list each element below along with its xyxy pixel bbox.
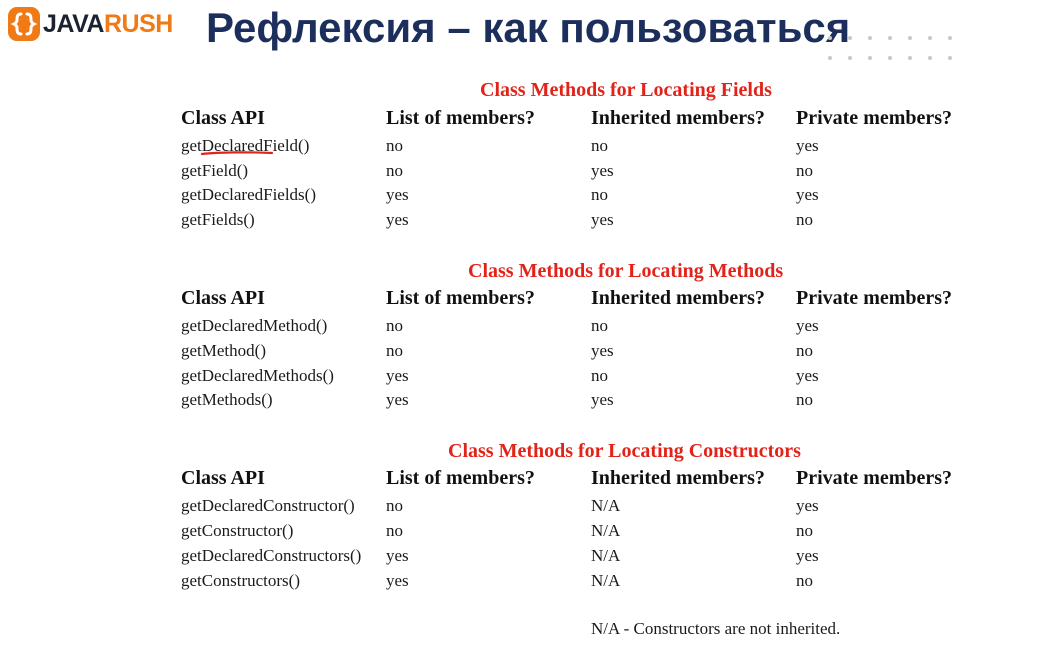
constructors-section-title: Class Methods for Locating Constructors (448, 440, 801, 462)
column-header-private-members: Private members? (796, 287, 953, 309)
column-header-private-members: Private members? (796, 107, 953, 129)
fields-table-header: Class API List of members? Inherited mem… (0, 106, 1038, 131)
decorative-dots (828, 36, 952, 60)
logo-java-text: JAVA (43, 9, 104, 38)
column-header-list-of-members: List of members? (386, 287, 535, 309)
column-header-class-api: Class API (181, 107, 265, 129)
inherited-members-value: no (591, 185, 608, 204)
logo-wordmark: JAVARUSH (43, 9, 173, 38)
private-members-value: yes (796, 366, 819, 385)
private-members-value: no (796, 390, 813, 409)
column-header-list-of-members: List of members? (386, 107, 535, 129)
logo-rush-text: RUSH (103, 9, 173, 38)
inherited-members-value: yes (591, 210, 614, 229)
list-of-members-value: no (386, 316, 403, 335)
method-name: getDeclaredMethod() (181, 316, 328, 335)
inherited-members-value: N/A (591, 496, 621, 515)
method-name: getMethods() (181, 390, 273, 409)
page-title: Рефлексия – как пользоваться (206, 4, 851, 51)
inherited-members-value: no (591, 366, 608, 385)
table-row: getDeclaredConstructor() no N/A yes (0, 493, 1038, 518)
method-name: getField() (181, 161, 249, 180)
private-members-value: no (796, 521, 813, 540)
column-header-list-of-members: List of members? (386, 467, 535, 489)
private-members-value: no (796, 161, 813, 180)
method-name: getDeclaredConstructors() (181, 546, 362, 565)
method-name: getDeclaredMethods() (181, 366, 334, 385)
method-name: getDeclaredField() (181, 136, 310, 155)
method-name: getDeclaredConstructor() (181, 496, 355, 515)
inherited-members-value: yes (591, 161, 614, 180)
inherited-members-value: N/A (591, 546, 621, 565)
private-members-value: no (796, 341, 813, 360)
table-row: getFields() yes yes no (0, 207, 1038, 232)
column-header-private-members: Private members? (796, 467, 953, 489)
column-header-inherited-members: Inherited members? (591, 287, 765, 309)
list-of-members-value: no (386, 161, 403, 180)
list-of-members-value: no (386, 521, 403, 540)
red-underline-annotation (200, 151, 274, 156)
methods-section-title: Class Methods for Locating Methods (468, 260, 784, 282)
table-row: getConstructors() yes N/A no (0, 568, 1038, 593)
column-header-class-api: Class API (181, 467, 265, 489)
javarush-logo-icon (8, 7, 40, 41)
inherited-members-value: yes (591, 390, 614, 409)
method-name: getConstructors() (181, 571, 300, 590)
private-members-value: yes (796, 136, 819, 155)
table-row: getDeclaredMethods() yes no yes (0, 363, 1038, 388)
table-row: getField() no yes no (0, 158, 1038, 183)
list-of-members-value: yes (386, 210, 409, 229)
private-members-value: no (796, 571, 813, 590)
footnote: N/A - Constructors are not inherited. (591, 619, 841, 638)
method-name: getFields() (181, 210, 255, 229)
list-of-members-value: yes (386, 390, 409, 409)
table-row: getConstructor() no N/A no (0, 518, 1038, 543)
private-members-value: yes (796, 496, 819, 515)
list-of-members-value: yes (386, 185, 409, 204)
list-of-members-value: yes (386, 366, 409, 385)
inherited-members-value: no (591, 136, 608, 155)
list-of-members-value: no (386, 341, 403, 360)
private-members-value: no (796, 210, 813, 229)
column-header-class-api: Class API (181, 287, 265, 309)
constructors-table-header: Class API List of members? Inherited mem… (0, 466, 1038, 491)
list-of-members-value: yes (386, 571, 409, 590)
table-row: getDeclaredConstructors() yes N/A yes (0, 543, 1038, 568)
method-name: getDeclaredFields() (181, 185, 316, 204)
inherited-members-value: yes (591, 341, 614, 360)
table-row: getDeclaredMethod() no no yes (0, 313, 1038, 338)
table-row: getDeclaredFields() yes no yes (0, 182, 1038, 207)
list-of-members-value: yes (386, 546, 409, 565)
inherited-members-value: no (591, 316, 608, 335)
private-members-value: yes (796, 546, 819, 565)
list-of-members-value: no (386, 136, 403, 155)
private-members-value: yes (796, 185, 819, 204)
column-header-inherited-members: Inherited members? (591, 467, 765, 489)
inherited-members-value: N/A (591, 521, 621, 540)
inherited-members-value: N/A (591, 571, 621, 590)
method-name: getMethod() (181, 341, 266, 360)
private-members-value: yes (796, 316, 819, 335)
column-header-inherited-members: Inherited members? (591, 107, 765, 129)
fields-section-title: Class Methods for Locating Fields (480, 79, 772, 101)
method-name: getConstructor() (181, 521, 294, 540)
methods-table-header: Class API List of members? Inherited mem… (0, 286, 1038, 311)
table-row: getMethods() yes yes no (0, 387, 1038, 412)
table-row: getMethod() no yes no (0, 338, 1038, 363)
table-row: getDeclaredField() no no yes (0, 133, 1038, 158)
list-of-members-value: no (386, 496, 403, 515)
javarush-logo: JAVARUSH (8, 6, 173, 42)
